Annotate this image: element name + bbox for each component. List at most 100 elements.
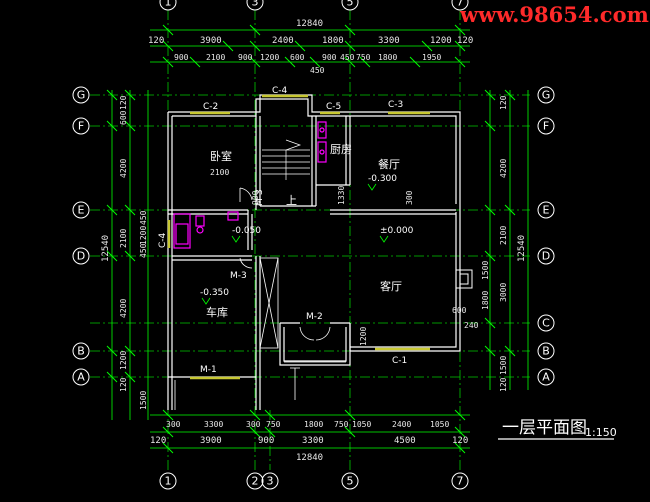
dim-right: 120	[499, 377, 508, 392]
dim-left: 120 600 4200 2100 450 1200 450 4200 1200…	[101, 95, 148, 410]
dim-inner: 900	[251, 190, 260, 205]
dim-bottom-r2: 1800	[304, 420, 323, 429]
dim-top-r1: 120	[457, 36, 473, 46]
dim-left-total: 12540	[101, 235, 111, 262]
walls	[167, 94, 461, 410]
axis-bottom-2: 2	[252, 475, 259, 488]
room-garage: 车库	[206, 305, 228, 319]
opening-labels: C-2 C-3 C-4 C-5 C-4 C-1 M-1 M-2 M-3 M-3 …	[158, 86, 414, 375]
axis-top-5: 5	[347, 0, 354, 9]
label-c4-top: C-4	[272, 86, 288, 96]
dim-bottom-r1: 4500	[394, 436, 416, 446]
dim-left: 120	[119, 377, 128, 392]
level-garage: -0.350	[200, 288, 229, 298]
label-c1: C-1	[392, 356, 407, 366]
level-living: ±0.000	[380, 226, 414, 236]
dim-top-r2: 900	[322, 53, 337, 62]
dim-left: 4200	[119, 159, 128, 178]
dim-left: 450	[139, 210, 148, 225]
fixtures	[173, 121, 327, 249]
fireplace	[455, 269, 473, 289]
door-swings	[239, 187, 331, 341]
axis-bubbles	[72, 0, 555, 490]
axis-bottom-5: 5	[347, 475, 354, 488]
axis-right-d: D	[542, 250, 550, 263]
level-marks	[201, 183, 389, 305]
dim-right: 3000	[499, 283, 508, 302]
axis-right-f: F	[543, 120, 549, 133]
stair-up: 上	[286, 194, 297, 207]
drawing-title-block: 一层平面图 1:150	[498, 418, 617, 440]
label-m3-garage: M-3	[230, 271, 247, 281]
axis-bottom-7: 7	[457, 475, 464, 488]
axis-right-b: B	[542, 345, 550, 358]
dim-top-extra: 450	[310, 66, 325, 75]
axis-labels: 1 3 5 7 1 2 3 5 7 G F E D B A G F E D C …	[77, 0, 551, 488]
garage-column	[259, 257, 279, 349]
dim-left: 1500	[139, 391, 148, 410]
dim-top-r1: 1800	[322, 36, 344, 46]
level-bath: -0.050	[232, 226, 261, 236]
room-kitchen: 厨房	[330, 143, 352, 156]
dim-top-r2: 1800	[378, 53, 397, 62]
dim-left: 1200	[119, 351, 128, 370]
dim-right-total: 12540	[517, 235, 527, 262]
dim-top-r2: 900	[238, 53, 253, 62]
level-dining: -0.300	[368, 174, 397, 184]
axis-right-c: C	[542, 317, 550, 330]
dim-right: 4200	[499, 159, 508, 178]
label-c3: C-3	[388, 100, 403, 110]
dim-top-r1: 120	[148, 36, 164, 46]
stair-treads	[262, 139, 310, 180]
dim-left: 2100	[119, 229, 128, 248]
dim-inner: 1200	[359, 327, 368, 346]
drawing-scale: 1:150	[585, 426, 617, 439]
label-m2: M-2	[306, 312, 323, 322]
axis-top-1: 1	[165, 0, 172, 9]
axis-bottom-3: 3	[267, 475, 274, 488]
axis-left-e: E	[78, 204, 85, 217]
drawing-title: 一层平面图	[502, 418, 587, 438]
dim-bottom-r1: 120	[150, 436, 166, 446]
dim-bottom-r1: 900	[258, 436, 274, 446]
dim-left: 600	[119, 110, 128, 125]
label-c4-side: C-4	[158, 232, 168, 248]
dim-top-r2: 900	[174, 53, 189, 62]
porch-steps	[174, 361, 346, 410]
axis-left-f: F	[78, 120, 84, 133]
axis-right-a: A	[542, 371, 550, 384]
dim-bottom-r2: 1050	[352, 420, 371, 429]
dim-bottom-r2: 300	[246, 420, 261, 429]
dim-right: 1500	[499, 356, 508, 375]
dim-bottom-r2: 2400	[392, 420, 411, 429]
dim-bottom-r2: 300	[166, 420, 181, 429]
axis-top-3: 3	[252, 0, 259, 9]
dim-bottom-r2: 1050	[430, 420, 449, 429]
dim-top-r1: 3300	[378, 36, 400, 46]
dim-right: 1500	[481, 261, 490, 280]
dim-bottom-r2: 3300	[204, 420, 223, 429]
dim-inner: 2100	[210, 168, 229, 177]
dimension-ticks	[106, 24, 516, 454]
dim-top-r2: 750	[356, 53, 371, 62]
label-m3-stair: M-3	[255, 189, 265, 206]
axis-top-7: 7	[457, 0, 464, 9]
dimension-lines	[111, 29, 529, 449]
axis-right-g: G	[542, 89, 551, 102]
axis-left-g: G	[77, 89, 86, 102]
label-c2: C-2	[203, 102, 218, 112]
dim-inner: 1330	[337, 186, 346, 205]
dim-top-total: 12840	[296, 19, 323, 29]
dim-left: 120	[119, 95, 128, 110]
dim-left: 4200	[119, 299, 128, 318]
room-living: 客厅	[380, 279, 402, 293]
dim-right: 120 4200 2100 1500 1800 3000 1500 120 12…	[481, 95, 527, 392]
dim-top-r1: 3900	[200, 36, 222, 46]
dim-right: 1800	[481, 291, 490, 310]
windows	[167, 94, 430, 380]
dim-inner: 600	[452, 306, 467, 315]
axis-left-b: B	[77, 345, 85, 358]
dim-top: 12840 120 3900 2400 1800 3300 1200 120 9…	[148, 19, 473, 75]
dim-inner: 2100 900 1330 300 600 240 1200	[210, 168, 479, 346]
